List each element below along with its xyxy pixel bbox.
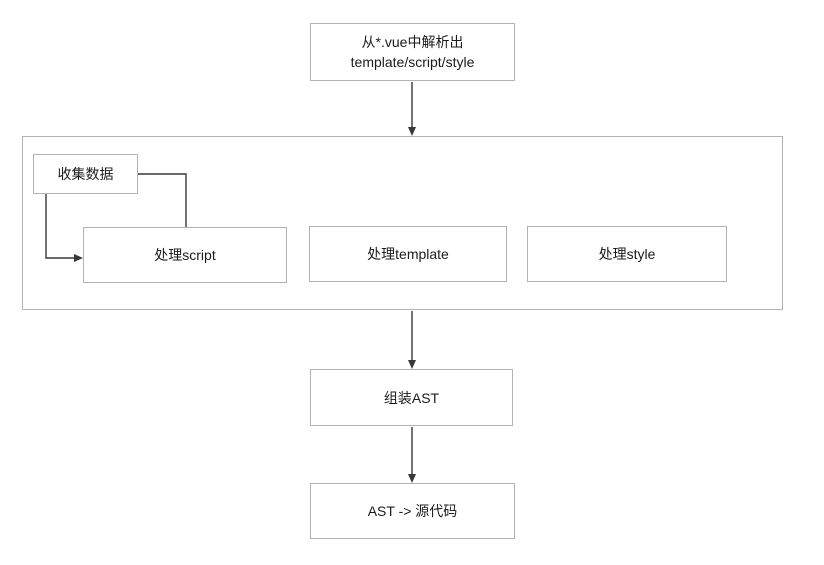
arrowhead-parse-to-pipeline [408,127,416,136]
node-process-script: 处理script [83,227,287,283]
node-process-template: 处理template [309,226,507,282]
node-parse-vue-line1: 从*.vue中解析出 [361,34,464,50]
arrowhead-assemble-to-generate [408,474,416,483]
node-process-style-label: 处理style [598,246,656,262]
node-assemble-ast: 组装AST [310,369,513,426]
node-ast-to-source-label: AST -> 源代码 [367,503,458,519]
node-ast-to-source: AST -> 源代码 [310,483,515,539]
node-process-template-label: 处理template [367,246,449,262]
arrowhead-pipeline-to-assemble [408,360,416,369]
node-process-script-label: 处理script [154,247,216,263]
node-parse-vue-line2: template/script/style [350,54,475,70]
node-assemble-ast-label: 组装AST [383,389,440,406]
node-collect-data: 收集数据 [33,154,138,194]
node-process-style: 处理style [527,226,727,282]
node-collect-data-label: 收集数据 [57,166,114,182]
node-parse-vue: 从*.vue中解析出 template/script/style [310,23,515,81]
